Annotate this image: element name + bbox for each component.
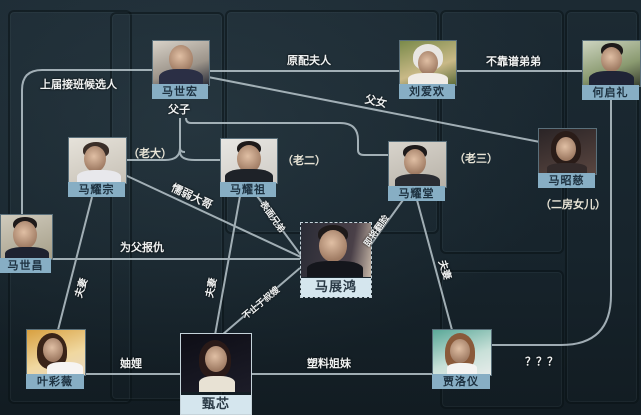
label-previous-successor: 上届接班候选人 (40, 78, 117, 91)
portrait (152, 40, 210, 86)
node-ma-yaozu[interactable]: 马耀祖 (220, 138, 278, 197)
portrait (301, 223, 371, 277)
portrait (0, 214, 53, 260)
portrait (582, 40, 641, 87)
label-unreliable-brother: 不靠谱弟弟 (486, 55, 541, 68)
node-ma-shichang[interactable]: 马世昌 (0, 214, 53, 273)
name-tag: 马昭慈 (538, 173, 595, 188)
name-tag: 刘爱欢 (399, 84, 455, 99)
node-zhen-xin[interactable]: 甄芯 (180, 333, 252, 415)
name-tag: 何启礼 (582, 85, 639, 100)
node-jia-luoyi[interactable]: 贾洛仪 (432, 329, 492, 389)
node-ma-yaotang[interactable]: 马耀堂 (388, 141, 447, 201)
name-tag: 贾洛仪 (432, 374, 490, 389)
node-ye-caiwei[interactable]: 叶彩薇 (26, 329, 86, 389)
portrait (538, 128, 597, 175)
portrait (68, 137, 127, 184)
name-tag: 叶彩薇 (26, 374, 84, 389)
name-tag: 马耀堂 (388, 186, 445, 201)
node-ma-zhanhong[interactable]: 马展鸿 (300, 222, 372, 298)
label-sisters-in-law: 妯娌 (120, 357, 142, 370)
label-avenge-father: 为父报仇 (120, 241, 164, 254)
label-father-son: 父子 (168, 103, 190, 116)
rank-note-third: （老三） (454, 152, 498, 165)
label-plastic-sisters: 塑料姐妹 (307, 357, 351, 370)
node-liu-aihuan[interactable]: 刘爱欢 (399, 40, 457, 99)
name-tag: 甄芯 (181, 395, 251, 414)
role-note-second-wife-daughter: （二房女儿） (540, 198, 606, 211)
label-first-wife: 原配夫人 (287, 54, 331, 67)
node-ma-yaozong[interactable]: 马耀宗 (68, 137, 127, 197)
node-he-qili[interactable]: 何启礼 (582, 40, 641, 100)
rank-note-eldest: （老大） (128, 147, 172, 160)
name-tag: 马耀宗 (68, 182, 125, 197)
name-tag: 马耀祖 (220, 182, 276, 197)
portrait (399, 40, 457, 86)
portrait (388, 141, 447, 188)
portrait (432, 329, 492, 376)
portrait (181, 334, 251, 392)
node-ma-shihong[interactable]: 马世宏 (152, 40, 210, 99)
node-ma-zhaoci[interactable]: 马昭慈 (538, 128, 597, 188)
portrait (220, 138, 278, 184)
wall-panel (565, 10, 639, 404)
label-unknown-relation: ？？？ (525, 355, 558, 368)
wall-panel (8, 10, 132, 404)
name-tag: 马展鸿 (301, 278, 371, 297)
name-tag: 马世昌 (0, 258, 51, 273)
name-tag: 马世宏 (152, 84, 208, 99)
portrait (26, 329, 86, 376)
rank-note-second: （老二） (282, 154, 326, 167)
wall-panel (110, 12, 224, 401)
